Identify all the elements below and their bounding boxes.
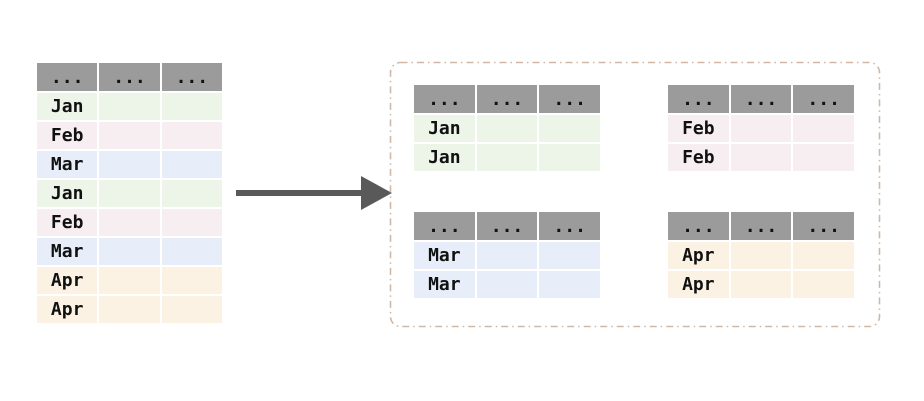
- group-table-mar: ... ... ... Mar Mar: [414, 212, 600, 298]
- data-cell: [793, 271, 854, 298]
- data-cell: [730, 271, 792, 298]
- header-cell: ...: [730, 85, 792, 113]
- row-label-cell: Feb: [668, 144, 729, 171]
- row-label-cell: Mar: [37, 238, 98, 265]
- header-cell: ...: [668, 85, 729, 113]
- source-table: ... ... ... Jan Feb Mar Jan Feb Mar Apr …: [37, 63, 222, 323]
- row-label-cell: Jan: [37, 93, 98, 120]
- row-label-cell: Mar: [37, 151, 98, 178]
- row-label-cell: Mar: [414, 271, 475, 298]
- row-label-cell: Apr: [668, 271, 729, 298]
- data-cell: [476, 144, 538, 171]
- data-cell: [99, 296, 160, 323]
- header-cell: ...: [99, 63, 160, 91]
- group-table-apr: ... ... ... Apr Apr: [668, 212, 854, 298]
- data-cell: [793, 242, 854, 269]
- header-cell: ...: [539, 85, 600, 113]
- data-cell: [161, 209, 222, 236]
- data-cell: [161, 93, 222, 120]
- header-cell: ...: [668, 212, 729, 240]
- data-cell: [161, 180, 222, 207]
- group-container-box: [389, 61, 881, 328]
- header-cell: ...: [161, 63, 222, 91]
- header-cell: ...: [793, 212, 854, 240]
- data-cell: [99, 151, 160, 178]
- header-cell: ...: [37, 63, 98, 91]
- data-cell: [99, 122, 160, 149]
- header-cell: ...: [476, 212, 538, 240]
- data-cell: [539, 144, 600, 171]
- row-label-cell: Mar: [414, 242, 475, 269]
- header-cell: ...: [414, 85, 475, 113]
- group-table-feb: ... ... ... Feb Feb: [668, 85, 854, 171]
- data-cell: [161, 296, 222, 323]
- row-label-cell: Feb: [668, 115, 729, 142]
- data-cell: [99, 93, 160, 120]
- header-cell: ...: [730, 212, 792, 240]
- data-cell: [539, 115, 600, 142]
- row-label-cell: Feb: [37, 209, 98, 236]
- row-label-cell: Jan: [37, 180, 98, 207]
- row-label-cell: Jan: [414, 115, 475, 142]
- data-cell: [730, 115, 792, 142]
- data-cell: [730, 242, 792, 269]
- data-cell: [539, 242, 600, 269]
- data-cell: [99, 238, 160, 265]
- data-cell: [99, 267, 160, 294]
- data-cell: [793, 144, 854, 171]
- data-cell: [99, 209, 160, 236]
- header-cell: ...: [793, 85, 854, 113]
- header-cell: ...: [414, 212, 475, 240]
- data-cell: [161, 267, 222, 294]
- data-cell: [730, 144, 792, 171]
- header-cell: ...: [476, 85, 538, 113]
- split-arrow-icon: [236, 176, 392, 210]
- row-label-cell: Apr: [37, 296, 98, 323]
- row-label-cell: Feb: [37, 122, 98, 149]
- data-cell: [161, 151, 222, 178]
- row-label-cell: Apr: [37, 267, 98, 294]
- data-cell: [99, 180, 160, 207]
- data-cell: [476, 271, 538, 298]
- data-cell: [476, 242, 538, 269]
- data-cell: [476, 115, 538, 142]
- data-cell: [161, 122, 222, 149]
- row-label-cell: Apr: [668, 242, 729, 269]
- header-cell: ...: [539, 212, 600, 240]
- group-table-jan: ... ... ... Jan Jan: [414, 85, 600, 171]
- row-label-cell: Jan: [414, 144, 475, 171]
- data-cell: [161, 238, 222, 265]
- data-cell: [793, 115, 854, 142]
- data-cell: [539, 271, 600, 298]
